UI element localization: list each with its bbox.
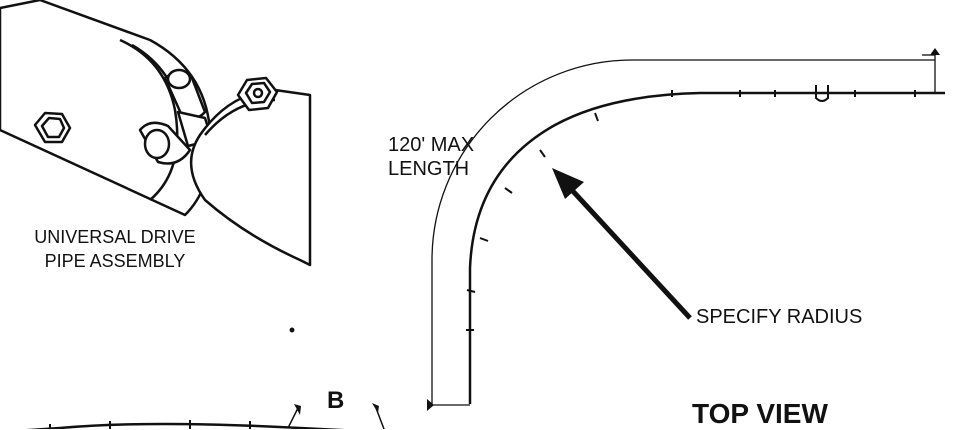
yoke-upper-pin [166,68,192,90]
specify-radius-arrow [552,168,692,320]
bottom-track-fragment [26,422,346,429]
specify-radius-label: SPECIFY RADIUS [696,306,863,328]
max-length-label-line1: 120' MAX [388,134,475,156]
second-pipe-body [189,88,312,267]
universal-drive-label-line2: PIPE ASSEMBLY [44,251,186,271]
universal-drive-label: UNIVERSAL DRIVE PIPE ASSEMBLY [10,225,220,273]
hex-bolt-left [33,111,72,144]
curved-track-outline [427,48,945,411]
yoke-lower-pin [143,128,171,160]
hex-bolt-right [236,76,279,112]
max-length-label: 120' MAX LENGTH [388,133,474,181]
pipe-end-ring [119,38,179,201]
section-b-marker [26,403,385,429]
top-view-title: TOP VIEW [692,398,828,429]
small-dot [289,327,295,333]
universal-drive-assembly-drawing [0,0,312,333]
universal-drive-label-line1: UNIVERSAL DRIVE [34,227,196,247]
section-marker-b: B [327,387,345,414]
track-pipe [468,91,945,404]
track-connectors [466,85,916,331]
max-length-arc [431,59,935,405]
max-length-label-line2: LENGTH [388,158,470,180]
